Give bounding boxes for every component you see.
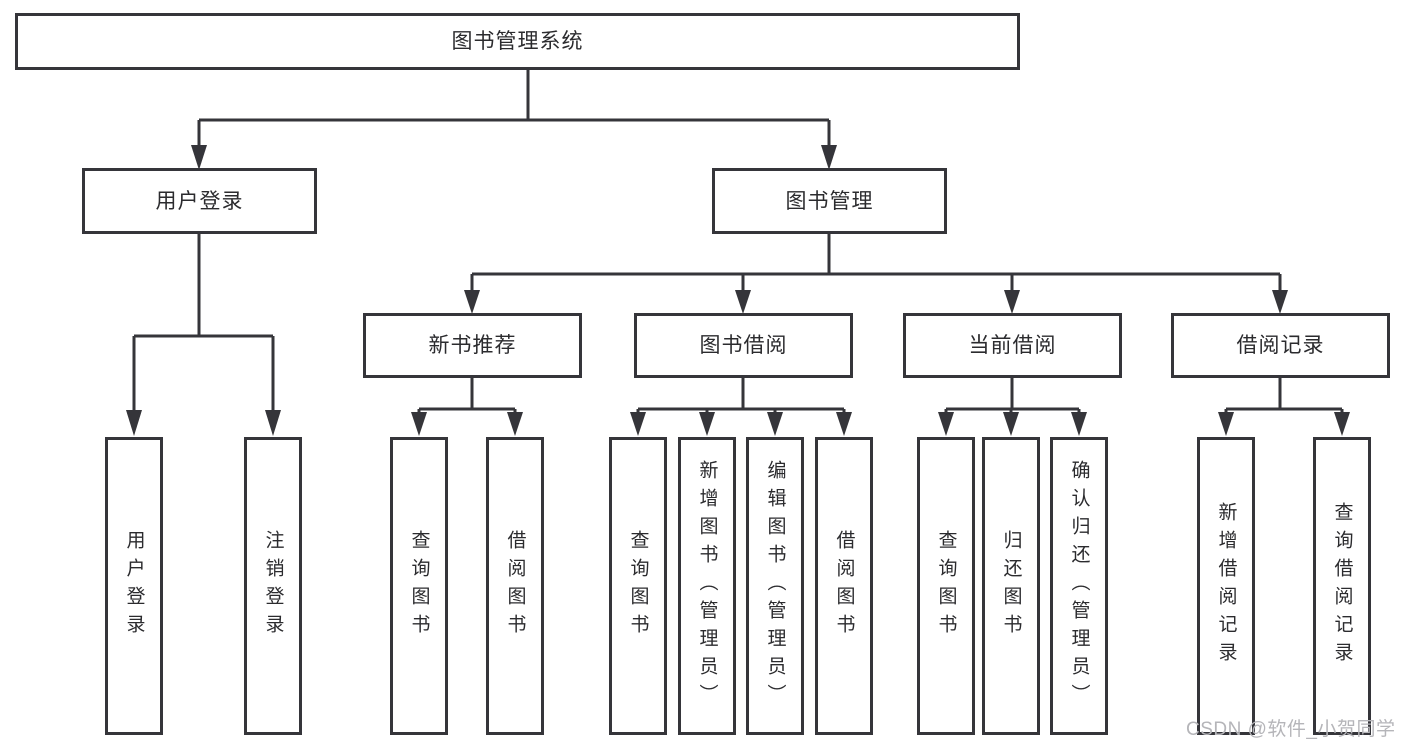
leaf-label: 查询借阅记录 xyxy=(1331,502,1353,670)
leaf-label: 确认归还（管理员） xyxy=(1068,460,1090,712)
leaf-return-books: 归还图书 xyxy=(982,437,1040,735)
node-borrow-records: 借阅记录 xyxy=(1171,313,1390,378)
leaf-edit-books-admin: 编辑图书（管理员） xyxy=(746,437,804,735)
leaf-borrow-books: 借阅图书 xyxy=(815,437,873,735)
leaf-label: 新增借阅记录 xyxy=(1215,502,1237,670)
node-new-book-recommend-label: 新书推荐 xyxy=(428,334,517,357)
node-user-login: 用户登录 xyxy=(82,168,317,234)
leaf-add-books-admin: 新增图书（管理员） xyxy=(678,437,736,735)
csdn-watermark: CSDN @软件_小贺同学 xyxy=(1186,719,1396,740)
node-borrow-records-label: 借阅记录 xyxy=(1236,334,1325,357)
connector-records-to-leaves xyxy=(1218,378,1350,436)
connector-borrow-to-leaves xyxy=(630,378,852,436)
node-root: 图书管理系统 xyxy=(15,13,1020,70)
leaf-label: 编辑图书（管理员） xyxy=(764,460,786,712)
leaf-label: 查询图书 xyxy=(408,530,430,642)
connector-login-to-leaves xyxy=(126,234,281,436)
leaf-query-books-current: 查询图书 xyxy=(917,437,975,735)
leaf-label: 新增图书（管理员） xyxy=(696,460,718,712)
leaf-add-borrow-record: 新增借阅记录 xyxy=(1197,437,1255,735)
node-book-management: 图书管理 xyxy=(712,168,947,234)
leaf-label: 借阅图书 xyxy=(833,530,855,642)
leaf-label: 用户登录 xyxy=(123,530,145,642)
leaf-label: 查询图书 xyxy=(935,530,957,642)
node-book-management-label: 图书管理 xyxy=(785,189,874,213)
leaf-user-login: 用户登录 xyxy=(105,437,163,735)
node-book-borrow: 图书借阅 xyxy=(634,313,853,378)
connector-current-to-leaves xyxy=(938,378,1087,436)
connector-mgmt-to-level3 xyxy=(464,234,1288,314)
connector-root-to-level2 xyxy=(191,70,837,170)
node-current-borrow: 当前借阅 xyxy=(903,313,1122,378)
leaf-query-books-recommend: 查询图书 xyxy=(390,437,448,735)
node-book-borrow-label: 图书借阅 xyxy=(699,334,788,357)
node-user-login-label: 用户登录 xyxy=(155,189,244,213)
connector-recommend-to-leaves xyxy=(411,378,523,436)
leaf-label: 查询图书 xyxy=(627,530,649,642)
leaf-label: 归还图书 xyxy=(1000,530,1022,642)
leaf-borrow-books-recommend: 借阅图书 xyxy=(486,437,544,735)
leaf-confirm-return-admin: 确认归还（管理员） xyxy=(1050,437,1108,735)
leaf-label: 借阅图书 xyxy=(504,530,526,642)
node-new-book-recommend: 新书推荐 xyxy=(363,313,582,378)
leaf-query-borrow-record: 查询借阅记录 xyxy=(1313,437,1371,735)
node-current-borrow-label: 当前借阅 xyxy=(968,334,1057,357)
leaf-logout: 注销登录 xyxy=(244,437,302,735)
leaf-query-books-borrow: 查询图书 xyxy=(609,437,667,735)
leaf-label: 注销登录 xyxy=(262,530,284,642)
node-root-label: 图书管理系统 xyxy=(451,30,584,53)
